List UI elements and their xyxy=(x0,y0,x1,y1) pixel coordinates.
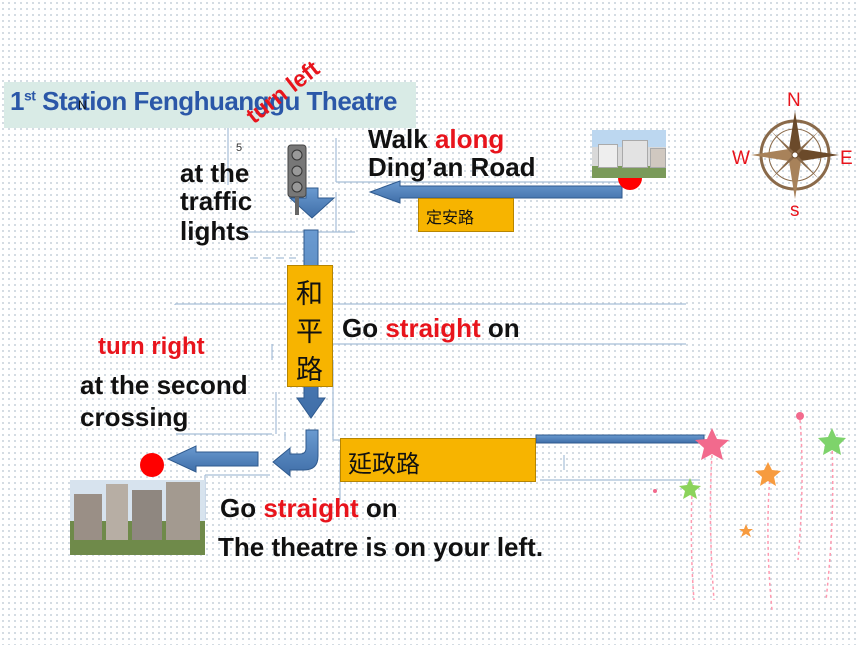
road-label-dingan xyxy=(418,198,514,232)
arrow-turn-down xyxy=(288,187,336,219)
theatre-location-label: The theatre is on your left. xyxy=(218,532,544,562)
traffic-label: traffic xyxy=(180,186,253,216)
title-bar xyxy=(4,82,416,128)
road-label-heping xyxy=(287,265,333,387)
page-title: 1st Station Fenghuanggu Theatre xyxy=(10,86,397,116)
arrow-yanzheng-road xyxy=(535,434,705,444)
go-straight-label-2: Go straight on xyxy=(220,493,398,523)
compass-rose-icon xyxy=(751,111,839,199)
compass-east: E xyxy=(840,148,853,169)
compass-south: s xyxy=(790,200,800,221)
arrow-turn-right xyxy=(272,429,319,478)
road-name-dingan: 定安路 xyxy=(426,210,475,227)
at-second-label: at the second xyxy=(80,370,248,400)
road-name-heping-1: 和 xyxy=(296,279,323,309)
turn-right-label: turn right xyxy=(98,333,205,360)
start-building-photo xyxy=(592,130,666,178)
compass-north: N xyxy=(787,90,801,111)
go-straight-label-1: Go straight on xyxy=(342,313,520,343)
road-name-heping-3: 路 xyxy=(296,355,323,385)
grid-number: 5 xyxy=(236,142,243,154)
dingan-road-label: Ding’an Road xyxy=(368,152,536,182)
arrow-dingan-road xyxy=(368,180,623,204)
destination-marker xyxy=(140,453,164,477)
road-name-yanzheng: 延政路 xyxy=(348,451,420,478)
decorative-flowers-icon xyxy=(653,412,846,611)
road-label-yanzheng xyxy=(340,438,536,482)
arrow-to-theatre xyxy=(166,445,259,473)
theatre-photo xyxy=(70,480,205,555)
walk-along-label: Walk along xyxy=(368,124,505,154)
lights-label: lights xyxy=(180,216,250,246)
crossing-label: crossing xyxy=(80,402,189,432)
road-name-heping-2: 平 xyxy=(296,317,323,347)
traffic-light-icon xyxy=(287,144,307,215)
compass-west: W xyxy=(732,148,750,169)
at-the-label: at the xyxy=(180,158,250,188)
title-marker: N xyxy=(78,98,87,112)
